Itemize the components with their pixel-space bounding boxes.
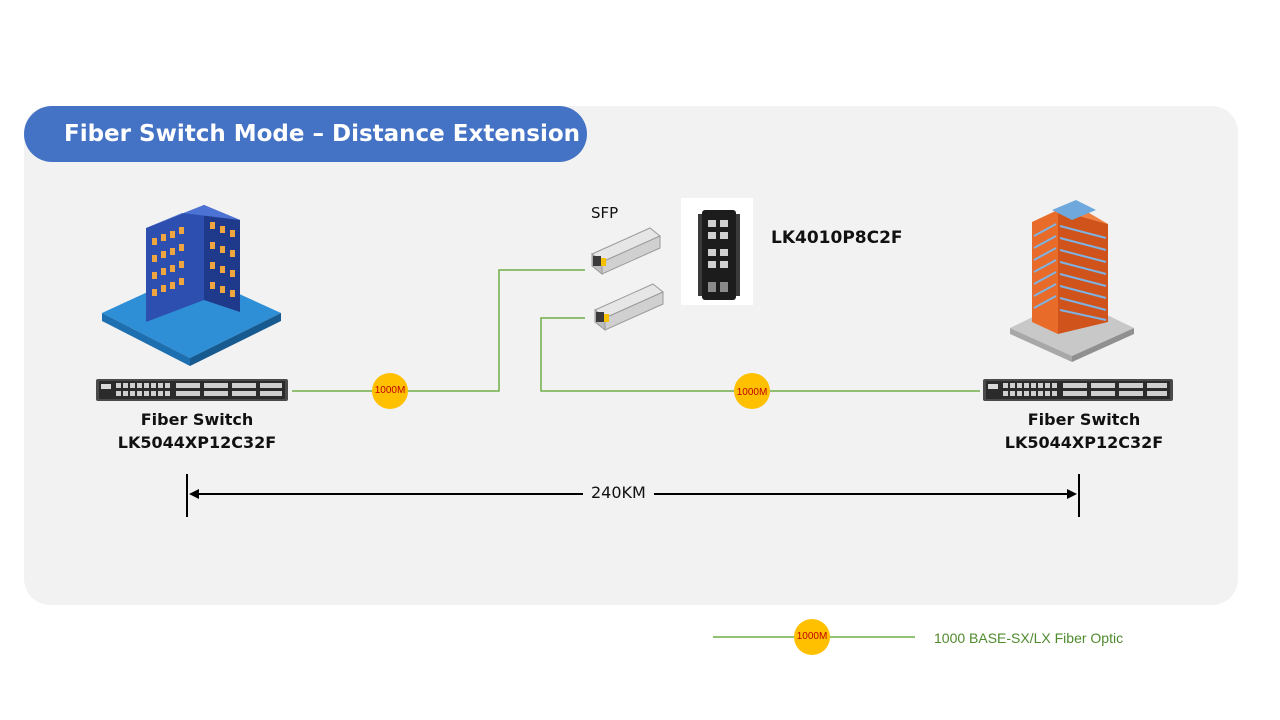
left-switch-label: Fiber Switch LK5044XP12C32F [97, 408, 297, 454]
rack-switch-icon [983, 379, 1173, 401]
left-switch-model: LK5044XP12C32F [117, 433, 277, 452]
link-speed-badge-right [734, 373, 770, 409]
sfp-label: SFP [591, 204, 619, 222]
office-building-blue-icon [102, 205, 281, 366]
legend-text: 1000 BASE-SX/LX Fiber Optic [934, 630, 1124, 646]
arrowhead-left [189, 489, 199, 499]
industrial-switch-model: LK4010P8C2F [771, 228, 903, 248]
diagram-panel [24, 106, 1238, 605]
distance-label: 240KM [583, 483, 654, 502]
diagram-title: Fiber Switch Mode – Distance Extension [24, 106, 587, 162]
office-tower-orange-icon [1010, 200, 1134, 362]
legend-speed-badge-text: 1000M [796, 631, 828, 642]
link-speed-badge-right-text: 1000M [736, 387, 768, 398]
left-switch-type: Fiber Switch [140, 410, 254, 429]
link-speed-badge-left-text: 1000M [374, 385, 406, 396]
legend-speed-badge [794, 619, 830, 655]
link-speed-badge-left [372, 373, 408, 409]
right-switch-label: Fiber Switch LK5044XP12C32F [984, 408, 1184, 454]
right-switch-model: LK5044XP12C32F [1004, 433, 1164, 452]
right-switch-type: Fiber Switch [1027, 410, 1141, 429]
arrowhead-right [1067, 489, 1077, 499]
sfp-module-icon [591, 227, 661, 276]
rack-switch-icon [96, 379, 288, 401]
sfp-module-icon [594, 283, 664, 332]
industrial-switch-icon [681, 198, 753, 305]
